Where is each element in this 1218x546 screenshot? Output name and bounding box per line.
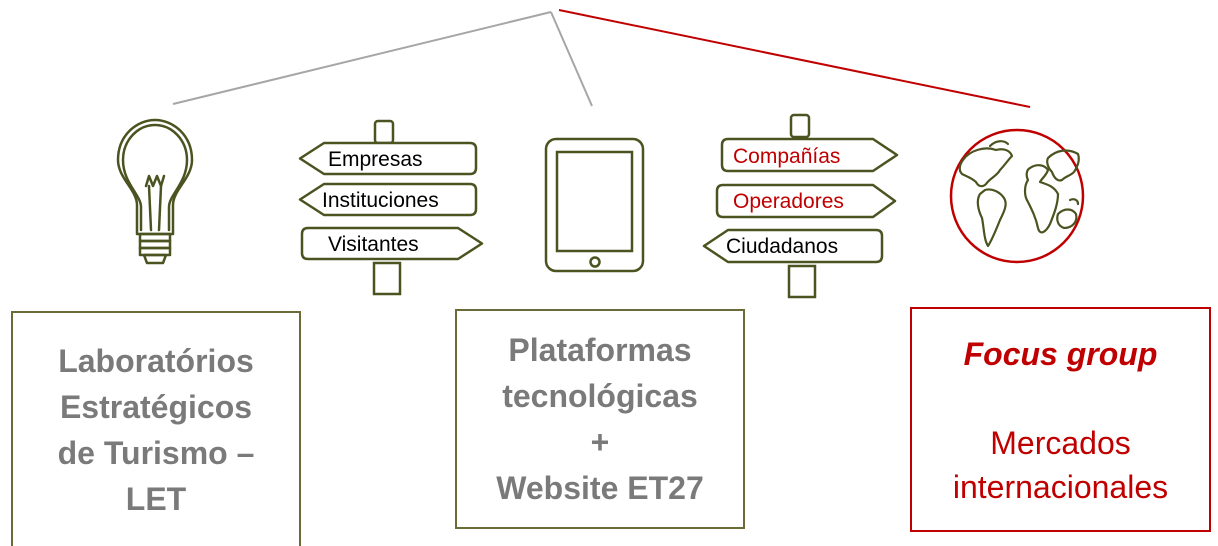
sign-arrow-ciudadanos <box>702 228 884 264</box>
box-focus-group-spacer <box>1056 377 1065 421</box>
sign-label-operadores: Operadores <box>733 190 844 213</box>
connector-line-middle <box>550 11 593 107</box>
box-focus-group: Focus group Mercados internacionales <box>910 307 1211 532</box>
box-focus-group-line-2: internacionales <box>952 468 1169 505</box>
box-laboratorios-line-1: Laboratórios <box>58 342 254 379</box>
box-focus-group-line-1: Mercados <box>990 424 1131 461</box>
signpost-pole-bottom <box>372 261 402 296</box>
box-laboratorios-line-2: Estratégicos <box>59 388 253 425</box>
box-laboratorios-line-3: de Turismo – <box>57 434 255 471</box>
box-plataformas: Plataformas tecnológicas + Website ET27 <box>455 309 745 529</box>
box-laboratorios-line-4: LET <box>125 480 187 517</box>
sign-label-visitantes: Visitantes <box>328 233 419 256</box>
signpost-right: Compañías Operadores Ciudadanos <box>702 113 899 299</box>
tablet-icon <box>544 137 645 273</box>
box-plataformas-line-1: Plataformas <box>508 332 692 368</box>
sign-label-instituciones: Instituciones <box>322 189 439 212</box>
signpost-pole-top <box>789 113 811 139</box>
sign-arrow-instituciones <box>298 182 478 217</box>
sign-arrow-companias <box>720 137 899 173</box>
sign-arrow-operadores <box>715 183 897 219</box>
signpost-left: Empresas Instituciones Visitantes <box>298 119 484 296</box>
box-focus-group-title: Focus group <box>963 335 1158 372</box>
box-plataformas-line-3: + <box>590 424 610 460</box>
sign-arrow-visitantes <box>300 226 484 261</box>
lightbulb-icon <box>116 118 194 265</box>
connector-line-right <box>558 9 1031 108</box>
connector-line-left <box>172 11 552 105</box>
sign-arrow-empresas <box>298 141 478 176</box>
globe-icon <box>949 128 1085 264</box>
sign-label-companias: Compañías <box>733 145 840 168</box>
box-plataformas-line-4: Website ET27 <box>496 470 704 506</box>
box-plataformas-line-2: tecnológicas <box>502 378 698 414</box>
box-laboratorios: Laboratórios Estratégicos de Turismo – L… <box>11 311 301 546</box>
signpost-pole-top <box>373 119 395 145</box>
sign-label-empresas: Empresas <box>328 148 423 171</box>
sign-label-ciudadanos: Ciudadanos <box>726 235 838 258</box>
signpost-pole-bottom <box>787 264 817 299</box>
